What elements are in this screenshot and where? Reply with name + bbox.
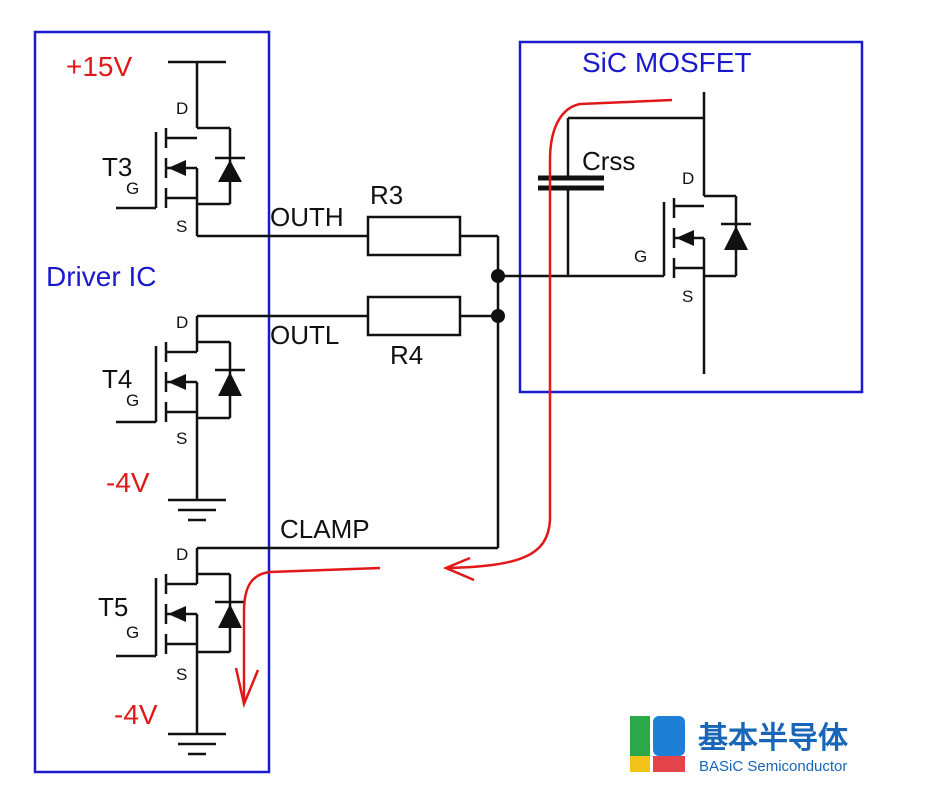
mosfet-source-label: S	[682, 287, 693, 306]
mosfet-gate-label: G	[634, 247, 647, 266]
t5-name: T5	[98, 592, 128, 622]
sic-mosfet-symbol: D G S	[634, 92, 751, 374]
outl-label: OUTL	[270, 320, 339, 350]
driver-ic-label: Driver IC	[46, 261, 156, 292]
r4-label: R4	[390, 340, 423, 370]
basic-semiconductor-logo: 基本半导体 BASiC Semiconductor	[630, 716, 849, 775]
plus15v-label: +15V	[66, 51, 132, 82]
crss-label: Crss	[582, 146, 635, 176]
t4-name: T4	[102, 364, 132, 394]
t5-drain-label: D	[176, 545, 188, 564]
capacitor-crss	[538, 116, 704, 276]
r3-label: R3	[370, 180, 403, 210]
resistor-r4	[366, 295, 462, 337]
transistor-t3: T3 G D S	[102, 99, 245, 236]
logo-name-en: BASiC Semiconductor	[699, 758, 847, 775]
junction-dot-outl	[491, 309, 505, 323]
sic-mosfet-box	[518, 40, 864, 394]
driver-ic-box	[33, 30, 271, 774]
logo-blue-block	[653, 716, 685, 756]
ground-symbol-t4	[168, 498, 226, 522]
transistor-t4: T4 G D S	[102, 313, 245, 500]
mosfet-drain-label: D	[682, 169, 694, 188]
minus4v-t4-label: -4V	[106, 467, 150, 498]
t3-drain-label: D	[176, 99, 188, 118]
ground-symbol-t5	[168, 732, 226, 756]
transistor-t5: T5 G D S	[98, 545, 245, 734]
t4-gate-label: G	[126, 391, 139, 410]
minus4v-t5-label: -4V	[114, 699, 158, 730]
resistor-r3	[366, 215, 462, 257]
sic-mosfet-label: SiC MOSFET	[582, 47, 752, 78]
logo-yellow-block	[630, 756, 650, 772]
miller-current-path	[234, 98, 673, 709]
t3-name: T3	[102, 152, 132, 182]
t5-source-label: S	[176, 665, 187, 684]
t5-gate-label: G	[126, 623, 139, 642]
logo-name-cn: 基本半导体	[698, 722, 849, 755]
clamp-label: CLAMP	[280, 514, 370, 544]
outh-label: OUTH	[270, 202, 344, 232]
t3-source-label: S	[176, 217, 187, 236]
t4-source-label: S	[176, 429, 187, 448]
logo-red-block	[653, 756, 685, 772]
t3-gate-label: G	[126, 179, 139, 198]
t4-drain-label: D	[176, 313, 188, 332]
logo-green-block	[630, 716, 650, 756]
